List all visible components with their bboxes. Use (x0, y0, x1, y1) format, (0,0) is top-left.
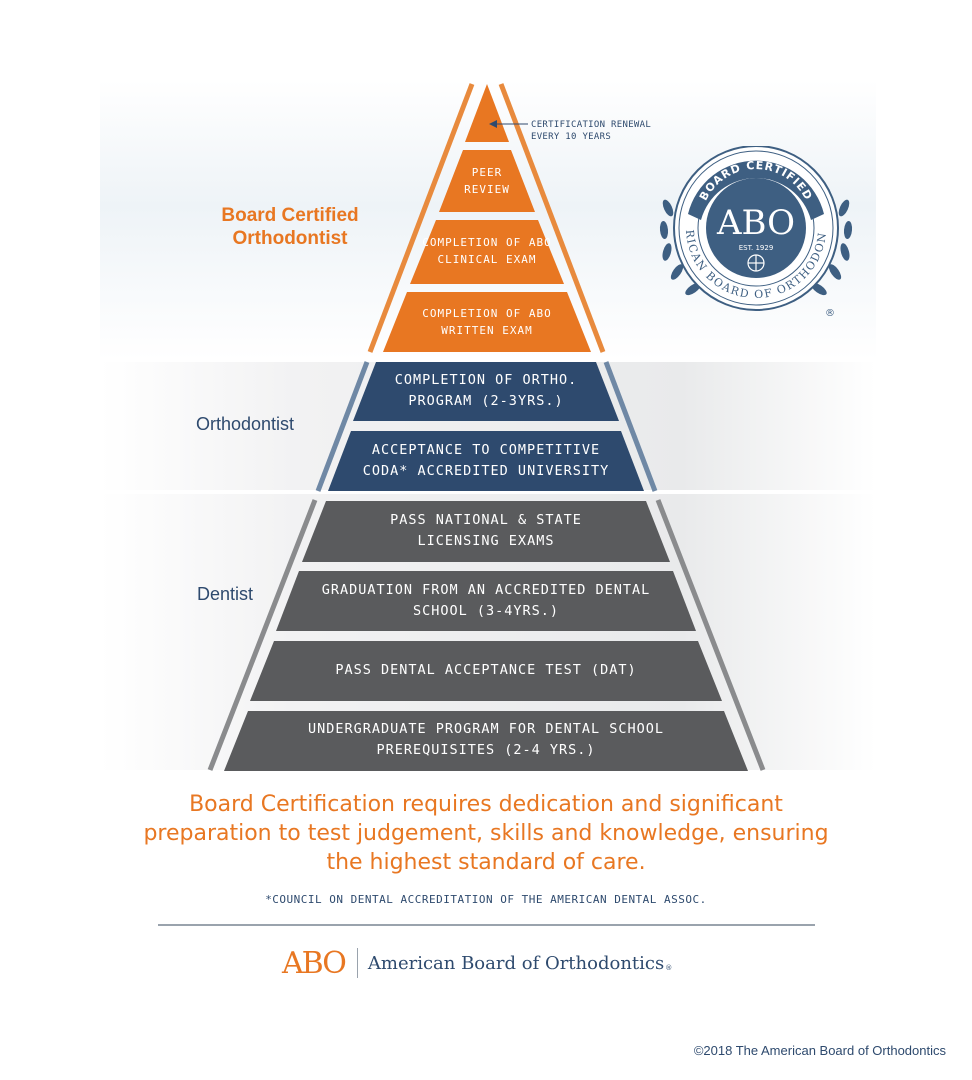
coda-acceptance-text: ACCEPTANCE TO COMPETITIVE CODA* ACCREDIT… (362, 442, 610, 479)
clinical-exam-text: COMPLETION OF ABO CLINICAL EXAM (422, 236, 552, 266)
tagline: Board Certification requires dedication … (143, 792, 829, 875)
peer-review-text: PEER REVIEW (464, 166, 510, 196)
seal-center-text: ABO (716, 203, 795, 243)
written-exam-text: COMPLETION OF ABO WRITTEN EXAM (422, 307, 552, 337)
ortho-program-text: COMPLETION OF ORTHO. PROGRAM (2-3YRS.) (394, 372, 578, 409)
dental-school-text: GRADUATION FROM AN ACCREDITED DENTAL SCH… (321, 582, 651, 619)
divider (158, 924, 815, 926)
renewal-annotation: CERTIFICATION RENEWAL EVERY 10 YEARS (531, 120, 652, 142)
dat-block (250, 641, 722, 701)
coda-footnote: *COUNCIL ON DENTAL ACCREDITATION OF THE … (265, 893, 707, 906)
board-certified-orthodontist-label: Board Certified Orthodontist (221, 205, 359, 249)
peer-review-block (439, 150, 535, 212)
licensing-exams-text: PASS NATIONAL & STATE LICENSING EXAMS (390, 512, 582, 549)
logo-separator (356, 948, 358, 978)
dental-school-block (276, 571, 696, 631)
pyramid-outline (207, 83, 766, 771)
clinical-exam-block (410, 220, 564, 284)
undergrad-text: UNDERGRADUATE PROGRAM FOR DENTAL SCHOOL … (308, 721, 664, 758)
undergrad-block (224, 711, 748, 771)
coda-acceptance-block (328, 431, 644, 491)
dat-text: PASS DENTAL ACCEPTANCE TEST (DAT) (335, 662, 637, 678)
written-exam-block (383, 292, 591, 352)
renewal-block (465, 84, 509, 142)
abo-logo-mark: ABO (282, 945, 347, 981)
dentist-label: Dentist (196, 584, 254, 604)
seal-registered-mark: ® (825, 308, 835, 319)
seal-established-text: EST. 1929 (739, 244, 774, 252)
footer-logo: ABO American Board of Orthodontics ® (282, 945, 673, 981)
org-name: American Board of Orthodontics (367, 952, 665, 974)
abo-emblem-icon (747, 254, 765, 272)
renewal-pointer-arrow (489, 120, 528, 128)
copyright: ©2018 The American Board of Orthodontics (693, 1043, 946, 1058)
orthodontist-label: Orthodontist (195, 414, 295, 434)
board-certified-seal: BOARD CERTIFIED AMERICAN BOARD OF ORTHOD… (656, 146, 853, 319)
trademark-mark: ® (665, 964, 673, 972)
licensing-exams-block (302, 501, 670, 562)
ortho-program-block (353, 362, 619, 421)
